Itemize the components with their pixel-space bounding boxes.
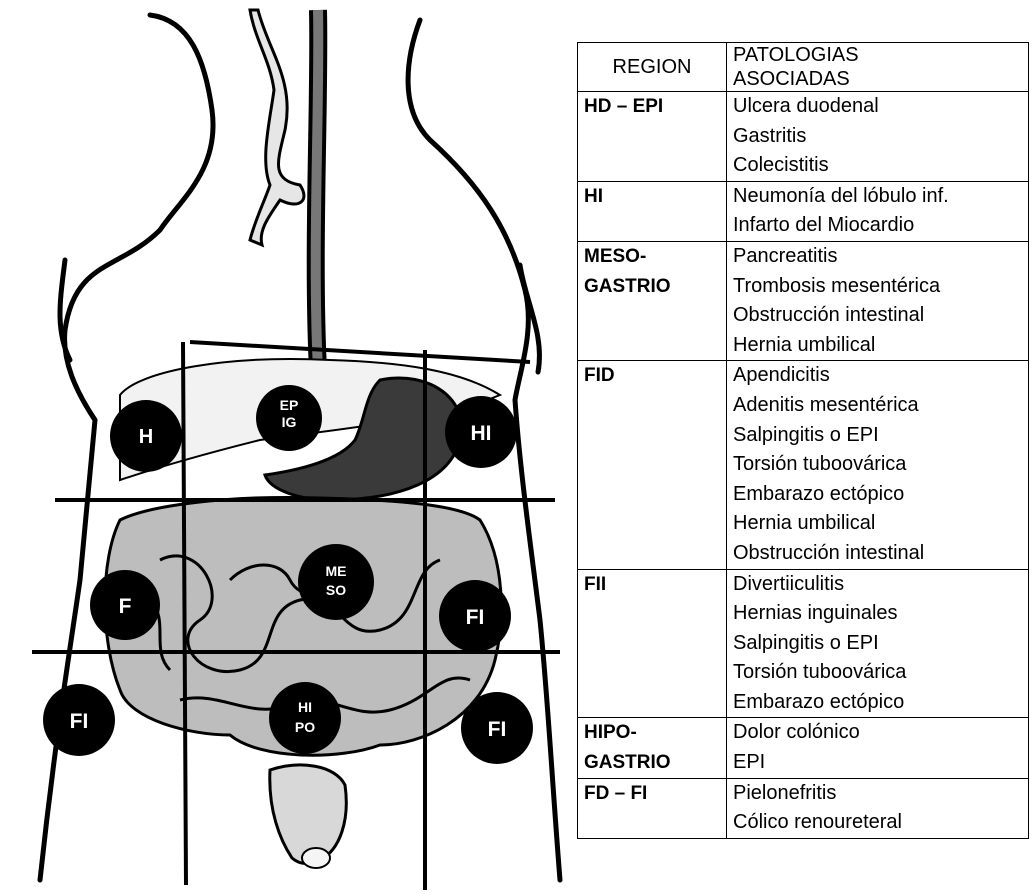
region-name: HD – EPI — [584, 92, 720, 122]
region-cell: HIPO-GASTRIO — [578, 718, 727, 778]
region-cell: HD – EPI — [578, 92, 727, 182]
region-cell: FD – FI — [578, 778, 727, 838]
svg-text:IG: IG — [282, 414, 297, 430]
pathologies-cell: Neumonía del lóbulo inf.Infarto del Mioc… — [727, 181, 1029, 241]
header-pathologies-line: ASOCIADAS — [733, 67, 1022, 91]
region-name: GASTRIO — [584, 748, 720, 778]
svg-text:FI: FI — [70, 710, 89, 733]
pathology-item: Neumonía del lóbulo inf. — [733, 182, 1022, 212]
pathology-item: Adenitis mesentérica — [733, 391, 1022, 421]
svg-text:F: F — [119, 595, 132, 618]
pathology-item: Gastritis — [733, 122, 1022, 152]
pathology-item: Divertiiculitis — [733, 570, 1022, 600]
pathology-item: Ulcera duodenal — [733, 92, 1022, 122]
region-marker-hipogastrio: HI PO — [269, 682, 341, 754]
region-cell: FII — [578, 569, 727, 718]
region-cell: MESO-GASTRIO — [578, 241, 727, 360]
pathology-item: Torsión tuboovárica — [733, 658, 1022, 688]
svg-text:HI: HI — [298, 699, 312, 715]
svg-text:HI: HI — [471, 422, 492, 445]
svg-text:H: H — [139, 426, 153, 448]
pathology-item: Colecistitis — [733, 151, 1022, 181]
region-cell: FID — [578, 361, 727, 569]
pathology-item: Hernias inguinales — [733, 599, 1022, 629]
pathology-item: Embarazo ectópico — [733, 688, 1022, 718]
region-cell: HI — [578, 181, 727, 241]
pathology-item: Hernia umbilical — [733, 331, 1022, 361]
pathology-item: Pancreatitis — [733, 242, 1022, 272]
svg-text:ME: ME — [326, 563, 347, 579]
svg-text:FI: FI — [466, 606, 485, 629]
region-name: HI — [584, 182, 720, 212]
pathology-item: Obstrucción intestinal — [733, 539, 1022, 569]
header-pathologies-line: PATOLOGIAS — [733, 43, 1022, 67]
region-name: GASTRIO — [584, 272, 720, 302]
pathology-item: Trombosis mesentérica — [733, 272, 1022, 302]
region-name: MESO- — [584, 242, 720, 272]
svg-text:EP: EP — [280, 397, 299, 413]
region-name: HIPO- — [584, 718, 720, 748]
region-name: FID — [584, 361, 720, 391]
pathology-item: Hernia umbilical — [733, 509, 1022, 539]
pathology-item: Obstrucción intestinal — [733, 301, 1022, 331]
pathology-item: Pielonefritis — [733, 779, 1022, 809]
pathology-item: EPI — [733, 748, 1022, 778]
svg-text:SO: SO — [326, 582, 346, 598]
pathology-item: Dolor colónico — [733, 718, 1022, 748]
table-header-row: REGION PATOLOGIAS ASOCIADAS — [578, 43, 1029, 92]
region-name: FII — [584, 570, 720, 600]
region-name: FD – FI — [584, 779, 720, 809]
region-marker-f: F — [90, 570, 160, 640]
region-marker-mesogastrio: ME SO — [298, 544, 374, 620]
svg-text:FI: FI — [488, 718, 507, 741]
svg-text:PO: PO — [295, 719, 315, 735]
region-marker-fi-left: FI — [43, 684, 115, 756]
pathology-item: Infarto del Miocardio — [733, 211, 1022, 241]
pathology-item: Apendicitis — [733, 361, 1022, 391]
region-marker-fi-right: FI — [461, 692, 533, 764]
pathology-item: Embarazo ectópico — [733, 480, 1022, 510]
pathology-item: Cólico renoureteral — [733, 808, 1022, 838]
region-marker-fi-mid: FI — [439, 580, 511, 652]
pathology-item: Salpingitis o EPI — [733, 421, 1022, 451]
abdominal-regions-diagram: H EP IG HI F ME SO FI FI HI PO FI — [0, 0, 575, 895]
pathology-item: Salpingitis o EPI — [733, 629, 1022, 659]
header-region: REGION — [578, 43, 727, 92]
region-marker-epigastrio: EP IG — [256, 385, 322, 451]
header-pathologies: PATOLOGIAS ASOCIADAS — [727, 43, 1029, 92]
trachea — [250, 10, 304, 245]
region-marker-hi: HI — [445, 396, 517, 468]
pathology-item: Torsión tuboovárica — [733, 450, 1022, 480]
region-marker-h: H — [110, 400, 182, 472]
